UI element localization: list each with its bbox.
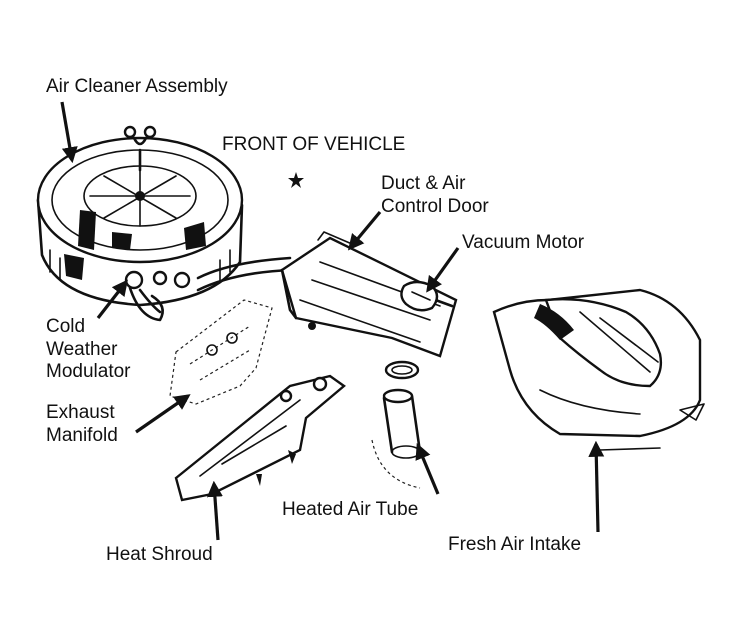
label-cold-line3: Modulator (46, 361, 131, 382)
label-cold-line2: Weather (46, 339, 118, 360)
label-duct-line2: Control Door (381, 196, 489, 217)
label-heat-shroud: Heat Shroud (106, 544, 213, 565)
arrow-fresh-air-intake (588, 440, 605, 533)
arrow-exhaust-manifold (135, 394, 191, 434)
arrow-cold-weather-modulator (96, 279, 128, 319)
snorkel-tube (196, 256, 294, 292)
arrow-vacuum-motor (426, 247, 460, 293)
arrow-duct (347, 210, 382, 251)
label-cold-line1: Cold (46, 316, 85, 337)
label-air-cleaner-assembly: Air Cleaner Assembly (46, 76, 228, 97)
label-exhaust-line1: Exhaust (46, 402, 115, 423)
label-fresh-air-intake: Fresh Air Intake (448, 534, 581, 555)
heated-air-tube (371, 360, 422, 489)
front-marker-icon (288, 172, 304, 188)
heat-shroud (174, 374, 346, 502)
arrow-heated-air-tube (415, 443, 440, 495)
label-vacuum-motor: Vacuum Motor (462, 232, 585, 253)
label-front-of-vehicle: FRONT OF VEHICLE (222, 134, 405, 155)
label-exhaust-line2: Manifold (46, 425, 118, 446)
fresh-air-intake (492, 288, 705, 451)
arrow-air-cleaner (60, 101, 78, 164)
label-heated-air-tube: Heated Air Tube (282, 499, 418, 520)
exhaust-manifold (169, 299, 273, 405)
air-cleaner-assembly (36, 125, 244, 307)
arrow-heat-shroud (206, 480, 223, 541)
duct-air-control-door (280, 231, 458, 358)
label-duct-line1: Duct & Air (381, 173, 466, 194)
